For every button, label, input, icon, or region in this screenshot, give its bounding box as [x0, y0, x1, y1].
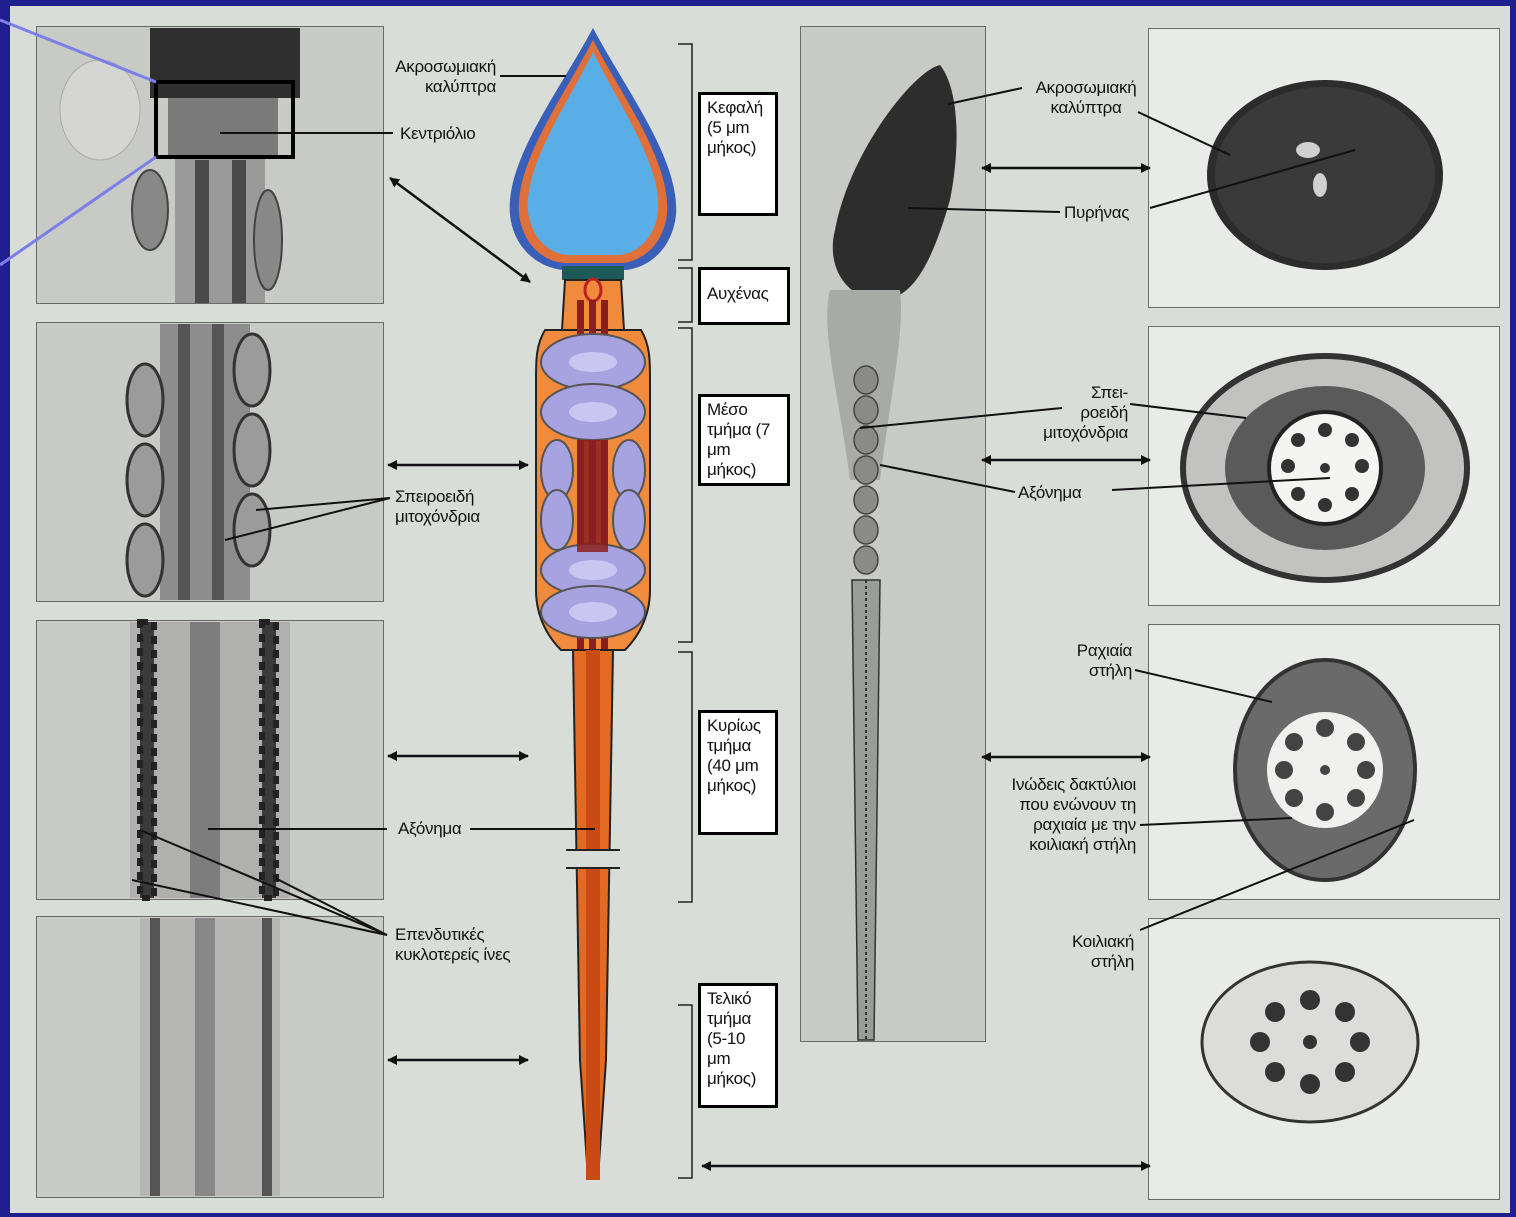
segment-label-midpiece: Μέσο τμήμα (7 μm μήκος)	[707, 400, 781, 480]
label-fibrous-rings: Ινώδεις δακτύλιοι που ενώνουν τη ραχιαία…	[996, 775, 1136, 855]
label-spiral-mitochondria-right: Σπει- ροειδή μιτοχόνδρια	[1030, 383, 1128, 443]
cross-end-art	[1202, 962, 1418, 1122]
cross-head-art	[1207, 80, 1443, 270]
segment-label-neck: Αυχένας	[707, 284, 781, 304]
segment-label-end: Τελικό τμήμα (5-10 μm μήκος)	[707, 989, 769, 1089]
cross-midpiece-art	[1183, 356, 1467, 580]
em-end-texture	[140, 918, 280, 1196]
segment-label-head: Κεφαλή (5 μm μήκος)	[707, 98, 769, 158]
segment-brackets	[678, 44, 692, 1178]
segment-box-head: Κεφαλή (5 μm μήκος)	[698, 92, 778, 216]
em-neck-texture	[60, 28, 300, 303]
label-ventral-column: Κοιλιακή στήλη	[1050, 932, 1134, 972]
label-acrosome-cap-right: Ακροσωμιακή καλύπτρα	[1026, 78, 1146, 118]
label-centriole: Κεντριόλιο	[400, 124, 475, 144]
label-axoneme-left: Αξόνημα	[398, 819, 461, 839]
em-midpiece-texture	[127, 324, 270, 600]
label-axoneme-right: Αξόνημα	[1018, 483, 1081, 503]
label-dorsal-column: Ραχιαία στήλη	[1050, 641, 1132, 681]
segment-label-principal: Κυρίως τμήμα (40 μm μήκος)	[707, 716, 769, 796]
label-nucleus: Πυρήνας	[1064, 203, 1129, 223]
segment-box-neck: Αυχένας	[698, 267, 790, 325]
em-principal-texture	[130, 622, 290, 898]
label-outer-dense-fibers: Επενδυτικές κυκλοτερείς ίνες	[395, 925, 510, 965]
label-spiral-mitochondria-left: Σπειροειδή μιτοχόνδρια	[395, 487, 480, 527]
sperm-schematic	[510, 28, 677, 1180]
em-whole-sperm-texture	[827, 65, 956, 1040]
label-acrosome-cap-left: Ακροσωμιακή καλύπτρα	[370, 57, 496, 97]
segment-box-midpiece: Μέσο τμήμα (7 μm μήκος)	[698, 394, 790, 486]
segment-box-end: Τελικό τμήμα (5-10 μm μήκος)	[698, 983, 778, 1108]
cross-principal-art	[1235, 660, 1415, 880]
segment-box-principal: Κυρίως τμήμα (40 μm μήκος)	[698, 710, 778, 835]
